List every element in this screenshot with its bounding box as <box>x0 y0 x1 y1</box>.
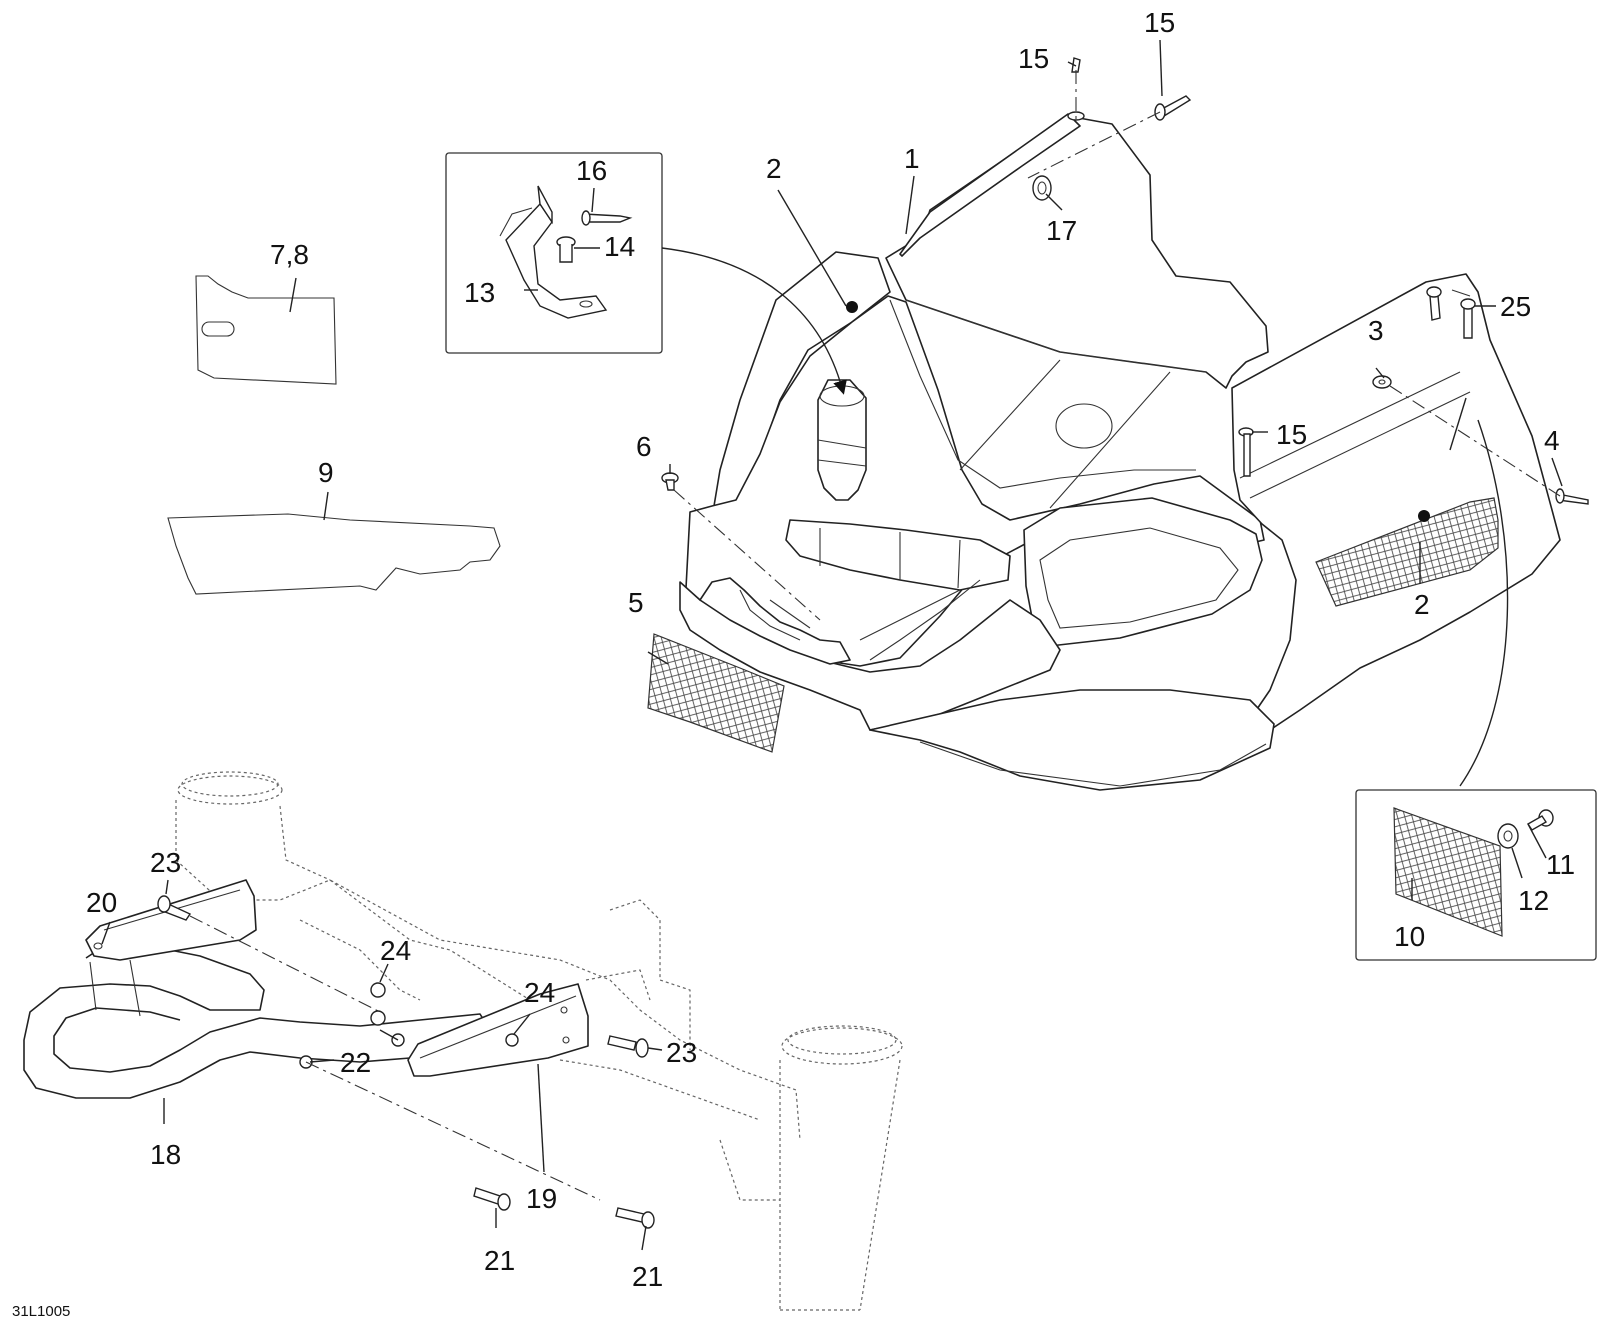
callout-15-top-right: 15 <box>1144 7 1175 38</box>
axis-15-b <box>1027 111 1161 179</box>
plate-slot <box>201 321 235 337</box>
callout-12: 12 <box>1518 885 1549 916</box>
figure-id: 31L1005 <box>12 1303 70 1320</box>
callout-24-right: 24 <box>524 977 555 1008</box>
detail-inset-bracket <box>445 152 663 354</box>
bolt-21-a <box>473 1187 511 1211</box>
rivet-15-c <box>1238 427 1254 477</box>
leader-lines <box>101 39 1563 1251</box>
mesh-panel-front <box>647 633 785 753</box>
rivet-4 <box>1555 488 1589 505</box>
screws-25 <box>1426 286 1476 339</box>
bolt-23-a <box>157 895 192 921</box>
callout-15-mid: 15 <box>1276 419 1307 450</box>
callout-5: 5 <box>628 587 644 618</box>
callout-3: 3 <box>1368 315 1384 346</box>
nut-24-b <box>505 1033 519 1047</box>
callout-2-side: 2 <box>1414 589 1430 620</box>
plate-7-8 <box>195 275 337 385</box>
axis-23-a <box>189 915 381 1013</box>
axis-lower <box>305 1061 601 1201</box>
axis-6 <box>673 489 821 621</box>
rivet-15-b <box>1154 95 1192 121</box>
detail-inset-reflector <box>1355 789 1597 961</box>
bracket-13 <box>499 185 608 319</box>
screw-14 <box>556 236 576 263</box>
callout-23-right: 23 <box>666 1037 697 1068</box>
callout-9: 9 <box>318 457 334 488</box>
bolt-23-b <box>607 1035 649 1058</box>
marker-dot-2b <box>1418 510 1430 522</box>
marker-dot-2a <box>846 301 858 313</box>
callout-16: 16 <box>576 155 607 186</box>
callout-22: 22 <box>340 1047 371 1078</box>
callout-24-left: 24 <box>380 935 411 966</box>
callout-7-8: 7,8 <box>270 239 309 270</box>
callout-13: 13 <box>464 277 495 308</box>
callout-14: 14 <box>604 231 635 262</box>
decal-9 <box>167 513 501 595</box>
axis-3-4 <box>1389 385 1561 497</box>
bolt-21-b <box>615 1207 655 1229</box>
callout-6: 6 <box>636 431 652 462</box>
belly-pan <box>679 113 1561 791</box>
callout-23-left: 23 <box>150 847 181 878</box>
callout-19: 19 <box>526 1183 557 1214</box>
rivet-16 <box>581 210 633 226</box>
callout-15-top-left: 15 <box>1018 43 1049 74</box>
callout-11: 11 <box>1546 849 1575 880</box>
washer-3 <box>1372 375 1392 389</box>
callout-4: 4 <box>1544 425 1560 456</box>
callout-21-right: 21 <box>632 1261 663 1292</box>
screw-11 <box>1527 809 1554 831</box>
callout-20: 20 <box>86 887 117 918</box>
callout-1: 1 <box>904 143 920 174</box>
reflector-10 <box>1393 807 1503 937</box>
rivet-6 <box>661 472 679 491</box>
washer-12 <box>1497 823 1519 849</box>
callout-21-left: 21 <box>484 1245 515 1276</box>
mesh-panel-side <box>1315 497 1499 607</box>
callout-18: 18 <box>150 1139 181 1170</box>
nuts-24-a <box>370 982 386 1026</box>
bumper-18 <box>23 941 491 1099</box>
callout-25: 25 <box>1500 291 1531 322</box>
callout-2-top: 2 <box>766 153 782 184</box>
callout-17: 17 <box>1046 215 1077 246</box>
bracket-19 <box>407 983 589 1077</box>
callout-10: 10 <box>1394 921 1425 952</box>
